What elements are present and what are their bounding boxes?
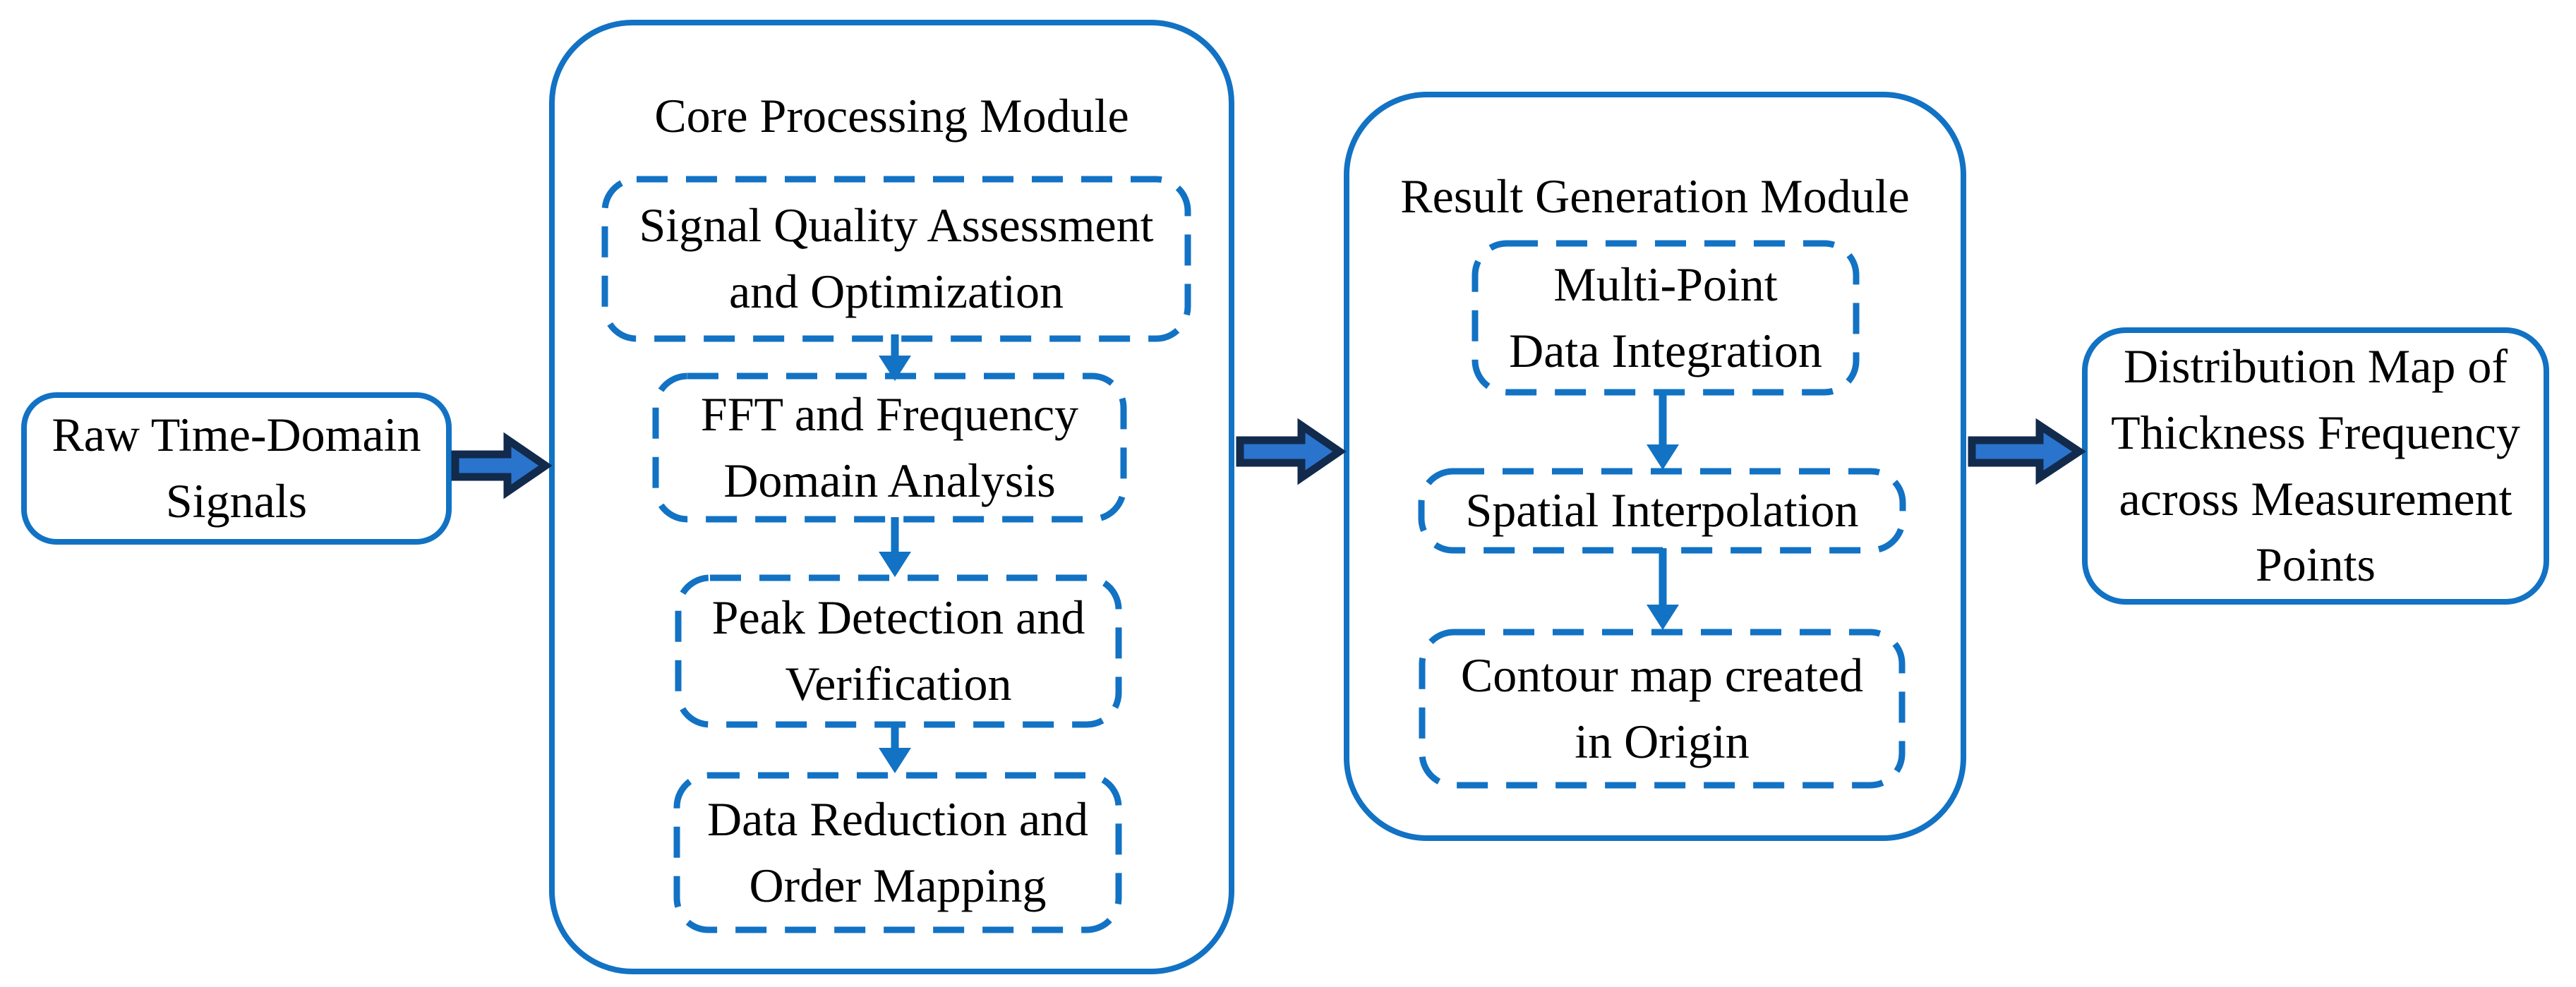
step-line: Multi-Point: [1553, 257, 1778, 311]
core-module-title: Core Processing Module: [654, 89, 1129, 143]
output-node-distribution-map: Distribution Map of Thickness Frequency …: [2082, 327, 2549, 605]
arrow-result-to-output: [1968, 418, 2086, 485]
step-line: Signal Quality Assessment: [639, 198, 1154, 253]
step-line: Spatial Interpolation: [1465, 483, 1859, 538]
output-node-line: Distribution Map of: [2124, 339, 2508, 393]
step-peak-detection: Peak Detection and Verification: [678, 578, 1119, 725]
result-module-title: Result Generation Module: [1400, 169, 1910, 223]
step-spatial-interpolation: Spatial Interpolation: [1421, 471, 1903, 550]
step-line: Verification: [785, 657, 1012, 710]
step-fft-frequency: FFT and Frequency Domain Analysis: [656, 376, 1124, 519]
input-node-line: Signals: [165, 474, 308, 528]
step-data-reduction: Data Reduction and Order Mapping: [677, 775, 1119, 930]
step-line: Order Mapping: [749, 858, 1047, 912]
input-node-line: Raw Time-Domain: [52, 408, 421, 462]
step-line: Data Reduction and: [706, 792, 1089, 846]
input-node-raw-signals: Raw Time-Domain Signals: [21, 392, 452, 545]
output-node-line: Thickness Frequency: [2111, 405, 2520, 459]
step-line: Domain Analysis: [723, 453, 1056, 507]
output-node-line: Points: [2255, 538, 2376, 592]
step-contour-map: Contour map created in Origin: [1422, 632, 1902, 785]
step-line: Contour map created: [1460, 648, 1864, 702]
step-line: and Optimization: [728, 265, 1064, 318]
step-line: in Origin: [1575, 714, 1750, 768]
step-line: Peak Detection and: [711, 591, 1085, 645]
step-line: Data Integration: [1509, 323, 1822, 377]
step-signal-quality: Signal Quality Assessment and Optimizati…: [605, 179, 1188, 339]
step-multi-point: Multi-Point Data Integration: [1475, 243, 1856, 392]
arrow-input-to-core-module: [451, 432, 553, 499]
arrow-core-to-result-module: [1236, 418, 1347, 485]
output-node-line: across Measurement: [2119, 471, 2512, 526]
step-line: FFT and Frequency: [700, 387, 1079, 441]
